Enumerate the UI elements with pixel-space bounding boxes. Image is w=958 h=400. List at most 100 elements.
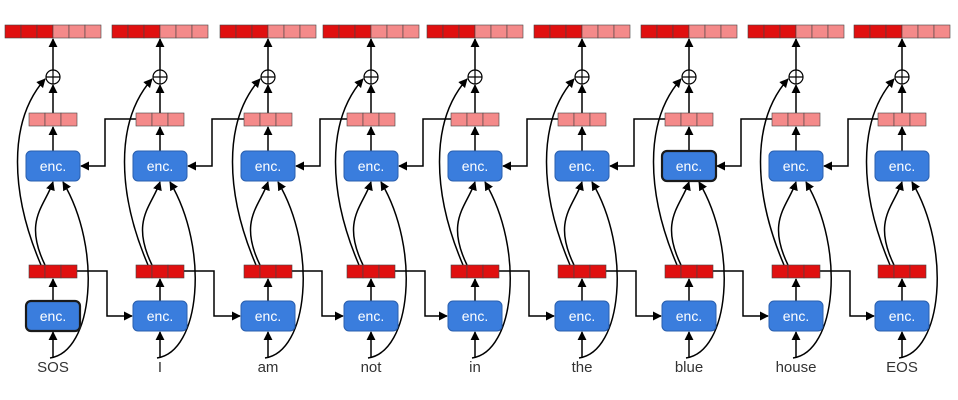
residual-skip-arrow <box>231 78 261 266</box>
vector-cell <box>901 24 919 39</box>
upper-hidden-vector <box>877 112 927 127</box>
lower-encoder-label: enc. <box>462 308 488 324</box>
lower-encoder-label: enc. <box>40 308 66 324</box>
vector-cell <box>885 24 903 39</box>
token-loop-arrow <box>898 181 938 359</box>
upper-encoder-label: enc. <box>783 158 809 174</box>
upper-encoder-label: enc. <box>358 158 384 174</box>
vector-cell <box>442 24 460 39</box>
vector-cell <box>466 112 484 127</box>
circled-plus-icon <box>152 69 168 85</box>
recurrent-arrow-upper <box>295 118 347 171</box>
lower-encoder-box <box>24 299 82 333</box>
upper-encoder-label: enc. <box>255 158 281 174</box>
upper-encoder: enc. <box>447 150 503 182</box>
vector-cell <box>811 24 829 39</box>
vector-cell <box>275 264 293 279</box>
circled-plus-icon <box>894 69 910 85</box>
upper-encoder: enc. <box>343 150 399 182</box>
vector-cell <box>243 112 261 127</box>
circled-plus-icon <box>681 69 697 85</box>
vector-cell <box>458 24 476 39</box>
vector-cell <box>589 112 607 127</box>
vector-cell <box>243 264 261 279</box>
vector-cell <box>299 24 317 39</box>
vector-cell <box>267 24 285 39</box>
sum-cross <box>46 70 60 84</box>
vector-cell <box>573 264 591 279</box>
vector-cell <box>893 264 911 279</box>
upper-encoder-label: enc. <box>40 158 66 174</box>
lower-hidden-vector <box>877 264 927 279</box>
token-label: in <box>469 359 481 376</box>
lower-encoder-label: enc. <box>147 308 173 324</box>
token-label: I <box>158 359 162 376</box>
lower-encoder: enc. <box>874 300 930 332</box>
upper-hidden-vector <box>346 112 396 127</box>
vector-cell <box>259 112 277 127</box>
vector-cell <box>378 264 396 279</box>
upper-encoder: enc. <box>660 149 718 183</box>
vector-cell <box>20 24 38 39</box>
upper-encoder: enc. <box>240 150 296 182</box>
output-vector <box>219 24 317 39</box>
output-vector <box>111 24 209 39</box>
vector-cell <box>283 24 301 39</box>
upper-encoder: enc. <box>25 150 81 182</box>
output-vector <box>747 24 845 39</box>
vector-cell <box>482 264 500 279</box>
upper-encoder-box <box>447 150 503 182</box>
token-loop-arrow <box>792 181 832 359</box>
recurrent-arrow-lower <box>77 270 133 321</box>
upper-hidden-vector <box>664 112 714 127</box>
upper-encoder-box <box>240 150 296 182</box>
vector-cell <box>656 24 674 39</box>
vector-cell <box>869 24 887 39</box>
vector-cell <box>909 112 927 127</box>
vector-cell <box>386 24 404 39</box>
vector-cell <box>111 24 129 39</box>
lower-to-upper-arrow <box>883 181 904 266</box>
lower-encoder-box <box>554 300 610 332</box>
vector-cell <box>354 24 372 39</box>
upper-encoder-label: enc. <box>676 158 702 174</box>
vector-cell <box>4 24 22 39</box>
sum-cross <box>153 70 167 84</box>
vector-cell <box>696 112 714 127</box>
vector-cell <box>795 24 813 39</box>
lower-to-upper-arrow <box>34 181 55 266</box>
lower-encoder-box <box>343 300 399 332</box>
circled-plus-icon <box>574 69 590 85</box>
vector-cell <box>581 24 599 39</box>
vector-cell <box>533 24 551 39</box>
lower-hidden-vector <box>346 264 396 279</box>
lower-to-upper-arrow <box>141 181 162 266</box>
lower-encoder: enc. <box>447 300 503 332</box>
lower-encoder-label: enc. <box>676 308 702 324</box>
upper-encoder-label: enc. <box>889 158 915 174</box>
vector-cell <box>787 112 805 127</box>
vector-cell <box>191 24 209 39</box>
lower-encoder: enc. <box>661 300 717 332</box>
vector-cell <box>44 264 62 279</box>
lower-encoder-label: enc. <box>889 308 915 324</box>
token-label: SOS <box>37 359 69 376</box>
residual-skip-arrow <box>545 78 575 266</box>
vector-cell <box>275 112 293 127</box>
recurrent-arrow-lower <box>184 270 241 321</box>
vector-cell <box>167 112 185 127</box>
upper-hidden-vector <box>243 112 293 127</box>
vector-cell <box>259 264 277 279</box>
vector-cell <box>60 264 78 279</box>
recurrent-arrow-upper <box>187 118 244 171</box>
vector-cell <box>779 24 797 39</box>
lower-to-upper-arrow <box>249 181 270 266</box>
vector-cell <box>84 24 102 39</box>
vector-cell <box>362 264 380 279</box>
residual-skip-arrow <box>334 78 364 266</box>
circled-plus-icon <box>45 69 61 85</box>
vector-cell <box>28 112 46 127</box>
vector-cell <box>893 112 911 127</box>
vector-cell <box>573 112 591 127</box>
vector-cell <box>378 112 396 127</box>
